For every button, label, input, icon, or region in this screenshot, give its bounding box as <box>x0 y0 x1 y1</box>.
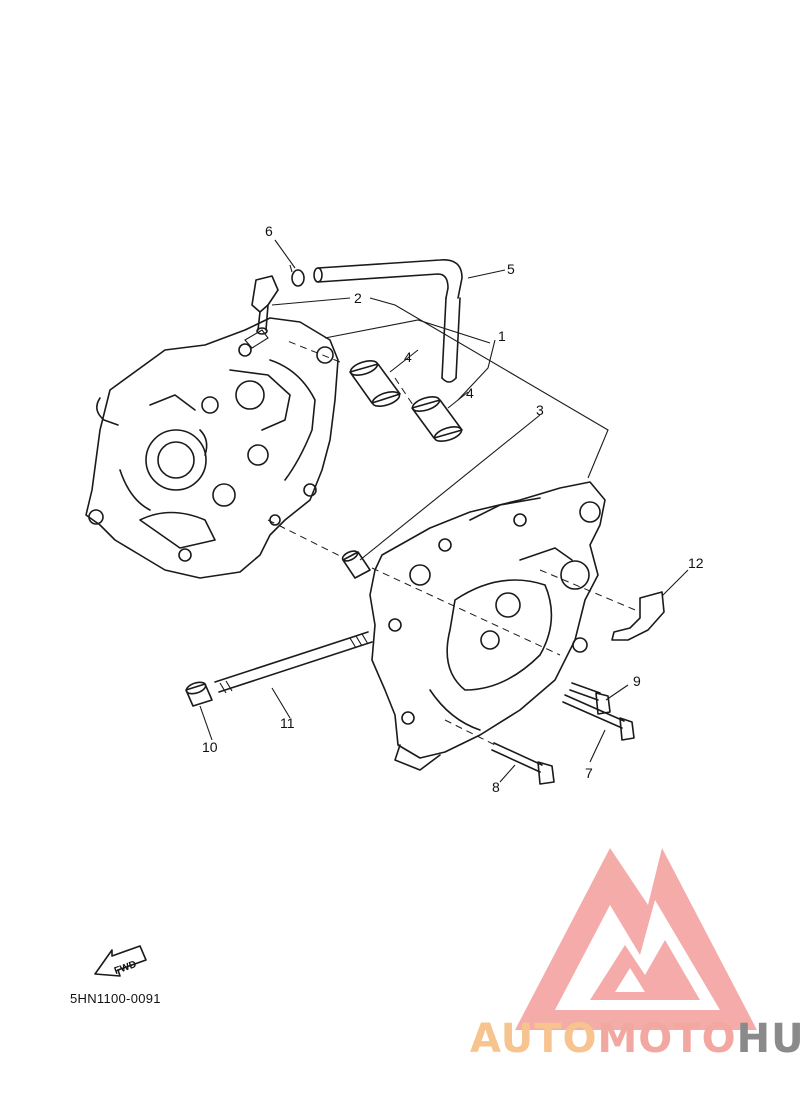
dowel-pin-lower <box>411 396 463 442</box>
callout-9: 9 <box>633 673 641 689</box>
bolt-7 <box>562 694 635 741</box>
watermark-hub: HUB <box>736 1016 800 1062</box>
callout-2: 2 <box>354 290 362 306</box>
breather-joint <box>251 275 279 335</box>
fwd-label: FWD <box>113 959 138 977</box>
callout-4-lower: 4 <box>466 385 474 401</box>
callout-4-upper: 4 <box>404 349 412 365</box>
hose-clip <box>289 264 305 287</box>
fwd-arrow-icon: FWD <box>94 945 147 977</box>
assembly-lines <box>267 339 641 746</box>
callout-11: 11 <box>280 715 295 731</box>
bracket <box>611 591 665 641</box>
breather-hose <box>313 259 463 383</box>
callout-7: 7 <box>585 765 593 781</box>
left-crankcase <box>85 317 339 579</box>
watermark-text: AUTOMOTOHUB <box>470 1016 800 1062</box>
callout-3: 3 <box>536 402 544 418</box>
watermark-moto: MOTO <box>597 1016 737 1062</box>
callout-12: 12 <box>688 555 704 571</box>
callout-1: 1 <box>498 328 506 344</box>
right-crankcase <box>369 481 606 771</box>
callout-6: 6 <box>265 223 273 239</box>
collar-part-3 <box>341 550 371 579</box>
bolt-9 <box>569 682 611 715</box>
dowel-pin-upper <box>349 360 401 407</box>
diagram-code: 5HN1100-0091 <box>70 991 161 1006</box>
watermark-auto: AUTO <box>470 1016 598 1062</box>
callout-8: 8 <box>492 779 500 795</box>
watermark-logo <box>515 848 757 1030</box>
callout-10: 10 <box>202 739 218 755</box>
stud-bolt <box>214 631 373 694</box>
callout-5: 5 <box>507 261 515 277</box>
leader-lines <box>199 239 689 783</box>
collar-nut <box>185 681 213 707</box>
bolt-8 <box>491 742 555 785</box>
